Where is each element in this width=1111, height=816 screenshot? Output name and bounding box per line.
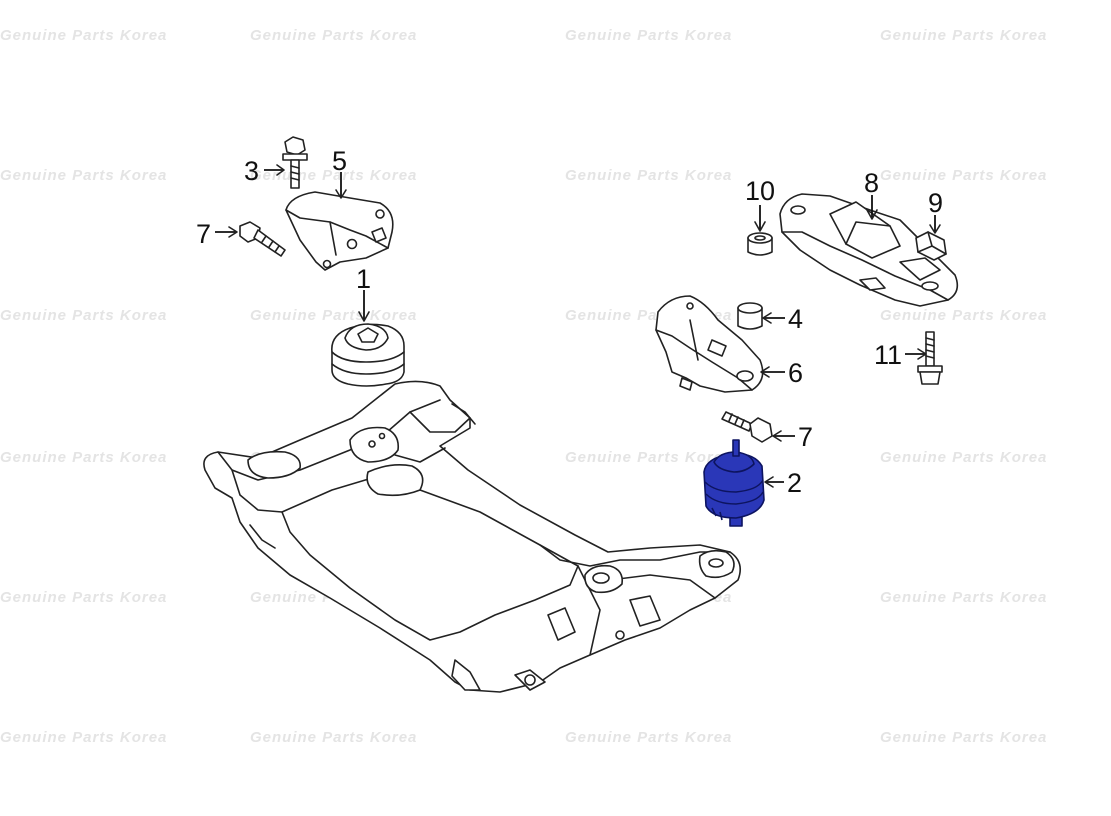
callout-11: 11 <box>874 340 902 370</box>
part-11-bolt <box>917 331 943 385</box>
watermark: Genuine Parts Korea <box>880 729 1047 746</box>
watermark: Genuine Parts Korea <box>0 307 167 324</box>
watermark: Genuine Parts Korea <box>250 729 417 746</box>
part-6-bracket <box>655 295 764 393</box>
watermark: Genuine Parts Korea <box>0 729 167 746</box>
watermark: Genuine Parts Korea <box>0 589 167 606</box>
callout-7: 7 <box>196 219 211 249</box>
callout-1: 1 <box>356 264 371 294</box>
part-7-bolt-left <box>239 221 286 257</box>
part-1-mount <box>331 323 405 387</box>
callout-arrows <box>215 164 941 488</box>
watermark: Genuine Parts Korea <box>565 167 732 184</box>
watermark: Genuine Parts Korea <box>565 449 732 466</box>
subframe <box>203 380 741 693</box>
callout-10: 10 <box>745 176 775 206</box>
part-4-bushing <box>737 302 763 330</box>
watermark: Genuine Parts Korea <box>0 167 167 184</box>
part-2-engine-mount <box>703 439 765 527</box>
callout-6: 6 <box>788 358 803 388</box>
callout-3: 3 <box>244 156 259 186</box>
callout-4: 4 <box>788 304 803 334</box>
part-3-bolt <box>282 136 308 189</box>
callout-5: 5 <box>332 146 347 176</box>
watermark: Genuine Parts Korea <box>565 27 732 44</box>
part-9-nut <box>915 231 947 261</box>
watermark: Genuine Parts Korea <box>0 27 167 44</box>
watermark: Genuine Parts Korea <box>565 729 732 746</box>
watermark: Genuine Parts Korea <box>250 307 417 324</box>
watermark: Genuine Parts Korea <box>880 27 1047 44</box>
watermark: Genuine Parts Korea <box>250 27 417 44</box>
part-7-bolt-right <box>721 411 773 443</box>
callout-labels: 3 5 7 1 10 8 9 4 6 11 7 2 <box>196 146 943 498</box>
part-10-bushing <box>747 232 773 256</box>
part-5-bracket <box>285 191 394 271</box>
part-8-crossmember <box>779 193 959 307</box>
callout-2: 2 <box>787 468 802 498</box>
watermark: Genuine Parts Korea <box>880 307 1047 324</box>
watermark: Genuine Parts Korea <box>880 589 1047 606</box>
callout-9: 9 <box>928 188 943 218</box>
callout-8: 8 <box>864 168 879 198</box>
watermark: Genuine Parts Korea <box>0 449 167 466</box>
watermark: Genuine Parts Korea <box>880 167 1047 184</box>
callout-7: 7 <box>798 422 813 452</box>
watermark: Genuine Parts Korea <box>880 449 1047 466</box>
